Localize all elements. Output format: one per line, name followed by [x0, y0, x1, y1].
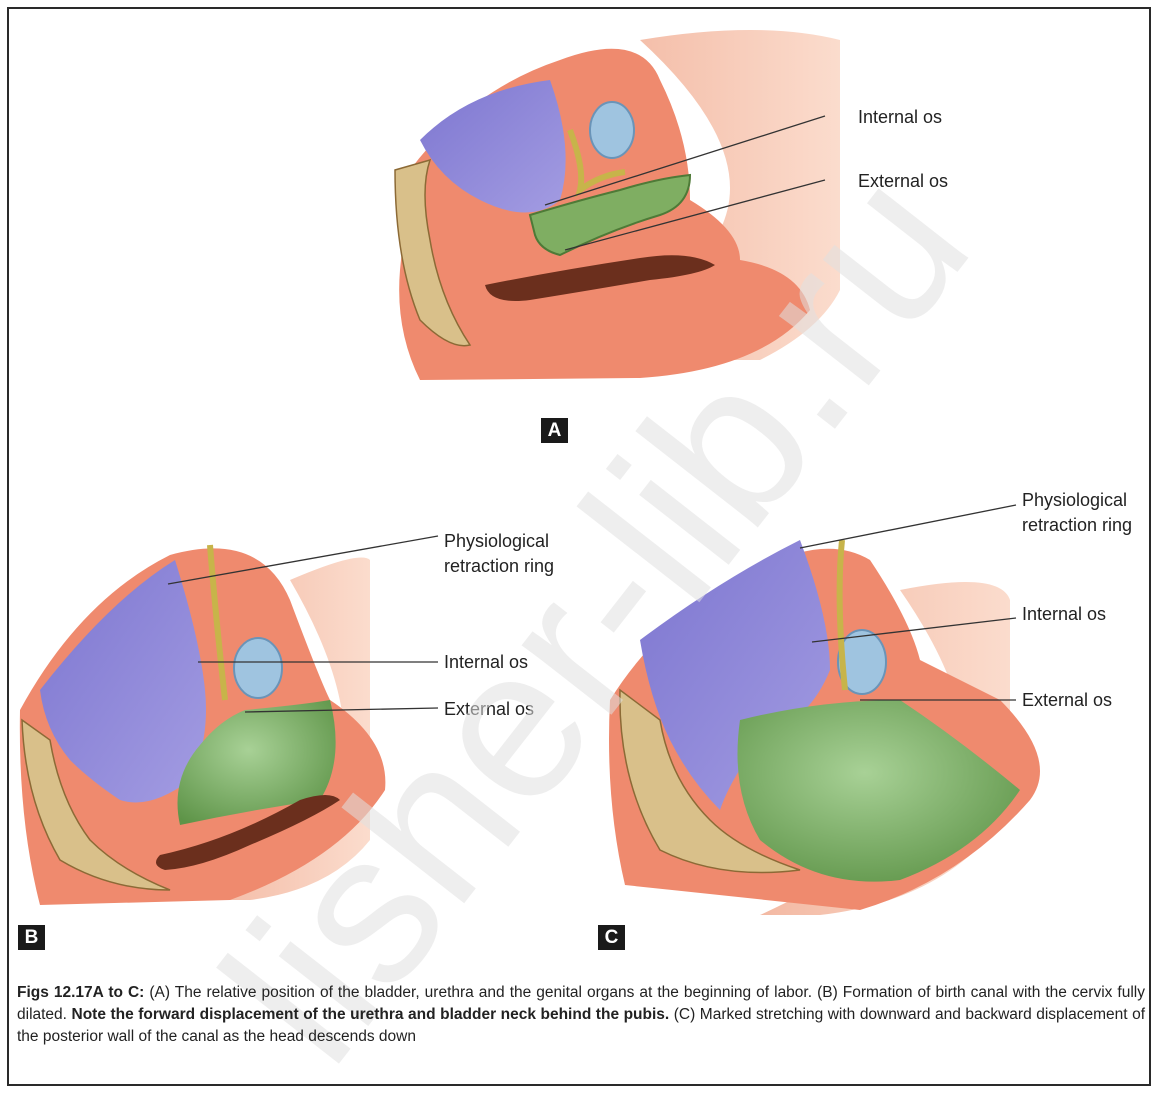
panel-c-label-internal-os: Internal os — [1022, 604, 1106, 625]
panel-b-label-ring-line1: Physiological — [444, 531, 549, 552]
caption-emphasis: Note the forward displacement of the ure… — [72, 1006, 670, 1023]
panel-c-label-external-os: External os — [1022, 690, 1112, 711]
panel-c-drawing — [609, 505, 1040, 915]
panel-b-plate: B — [18, 925, 45, 950]
panel-c-label-ring-line2: retraction ring — [1022, 515, 1132, 536]
panel-b-drawing — [20, 536, 438, 905]
panel-a-pubis — [590, 102, 634, 158]
panel-b-label-ring-line2: retraction ring — [444, 556, 554, 577]
panel-b-label-external-os: External os — [444, 699, 534, 720]
anatomy-illustration — [0, 0, 1158, 980]
panel-a-drawing — [395, 30, 840, 380]
figure-caption: Figs 12.17A to C: (A) The relative posit… — [17, 982, 1145, 1048]
panel-c-label-ring-line1: Physiological — [1022, 490, 1127, 511]
panel-a-plate: A — [541, 418, 568, 443]
panel-a-label-internal-os: Internal os — [858, 107, 942, 128]
panel-b-pubis — [234, 638, 282, 698]
panel-b-label-internal-os: Internal os — [444, 652, 528, 673]
caption-lead: Figs 12.17A to C: — [17, 984, 144, 1001]
panel-c-plate: C — [598, 925, 625, 950]
panel-c-leader-ring — [800, 505, 1016, 548]
panel-a-label-external-os: External os — [858, 171, 948, 192]
